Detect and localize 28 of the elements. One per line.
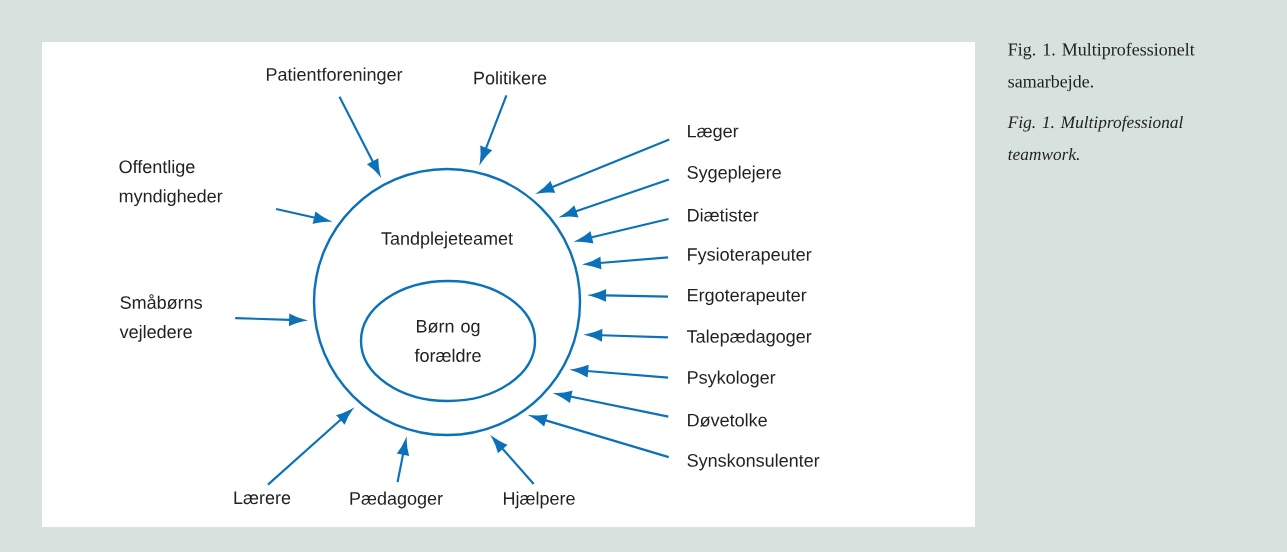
role-label: Fysioterapeuter bbox=[688, 247, 812, 265]
role-label: Døvetolke bbox=[688, 413, 767, 427]
role-label: Hjælpere bbox=[504, 491, 575, 509]
role-label: Synskonsulenter bbox=[687, 453, 820, 471]
arrow bbox=[492, 437, 535, 485]
role-label: Lærere bbox=[234, 491, 291, 505]
figure-caption: Fig. 1. Multiprofessional teamwork. bbox=[1007, 115, 1183, 161]
arrow bbox=[586, 329, 669, 342]
role-label: Offentlige myndigheder bbox=[119, 159, 223, 207]
role-label: Pædagoger bbox=[350, 491, 443, 509]
role-label: Politikere bbox=[474, 71, 547, 85]
role-label: Diætister bbox=[688, 208, 759, 222]
role-label: Læger bbox=[688, 124, 739, 142]
arrow bbox=[538, 138, 670, 194]
arrow bbox=[590, 289, 669, 302]
arrow bbox=[480, 94, 508, 163]
role-label: Talepædagoger bbox=[687, 329, 812, 347]
arrow bbox=[561, 178, 670, 218]
role-label: Sygeplejere bbox=[687, 165, 781, 183]
role-label: Småbørns vejledere bbox=[119, 294, 202, 342]
figure-caption: Fig. 1. Multiprofessionelt samarbejde. bbox=[1008, 42, 1195, 92]
arrow bbox=[572, 365, 669, 379]
role-label: Patientforeninger bbox=[266, 67, 403, 85]
role-label: Ergoterapeuter bbox=[688, 288, 807, 306]
arrow bbox=[531, 414, 670, 459]
role-label: Psykologer bbox=[688, 370, 776, 388]
arrow bbox=[338, 96, 381, 175]
arrow bbox=[267, 409, 352, 486]
